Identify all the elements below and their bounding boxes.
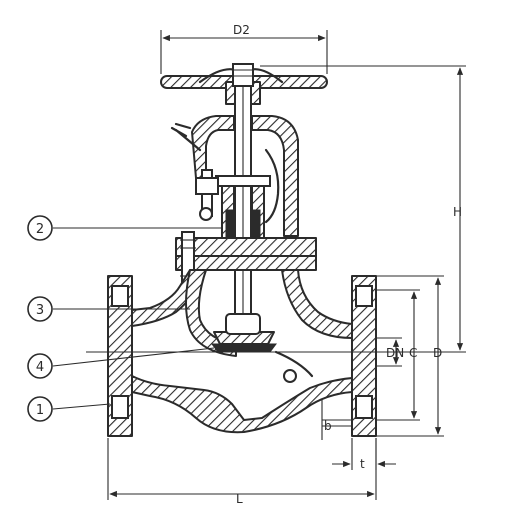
dim-t-label: t xyxy=(360,457,365,471)
part-callouts: 2 3 4 1 xyxy=(27,215,222,422)
balloon-1-number: 1 xyxy=(36,403,44,418)
balloon-1: 1 xyxy=(27,396,53,422)
balloon-3: 3 xyxy=(27,296,53,322)
gland-eyebolt xyxy=(195,169,219,221)
balloon-4: 4 xyxy=(27,353,53,379)
bonnet-flange xyxy=(175,231,317,285)
yoke xyxy=(170,115,299,237)
dimension-lines xyxy=(107,30,466,500)
dim-dn-label: DN xyxy=(386,346,404,360)
balloon-2-number: 2 xyxy=(36,222,44,237)
balloon-3-number: 3 xyxy=(36,303,44,318)
dim-d-label: D xyxy=(433,346,442,360)
balloon-2: 2 xyxy=(27,215,53,241)
stem xyxy=(234,85,252,315)
balloon-4-number: 4 xyxy=(36,360,44,375)
dim-h-label: H xyxy=(453,205,462,219)
dimension-labels: D2 H DN C D L t b xyxy=(233,23,462,506)
dim-c-label: C xyxy=(409,346,417,360)
dim-d2-label: D2 xyxy=(233,23,250,37)
valve-body xyxy=(107,269,377,437)
dim-l-label: L xyxy=(236,492,243,506)
dim-b-label: b xyxy=(324,419,332,433)
